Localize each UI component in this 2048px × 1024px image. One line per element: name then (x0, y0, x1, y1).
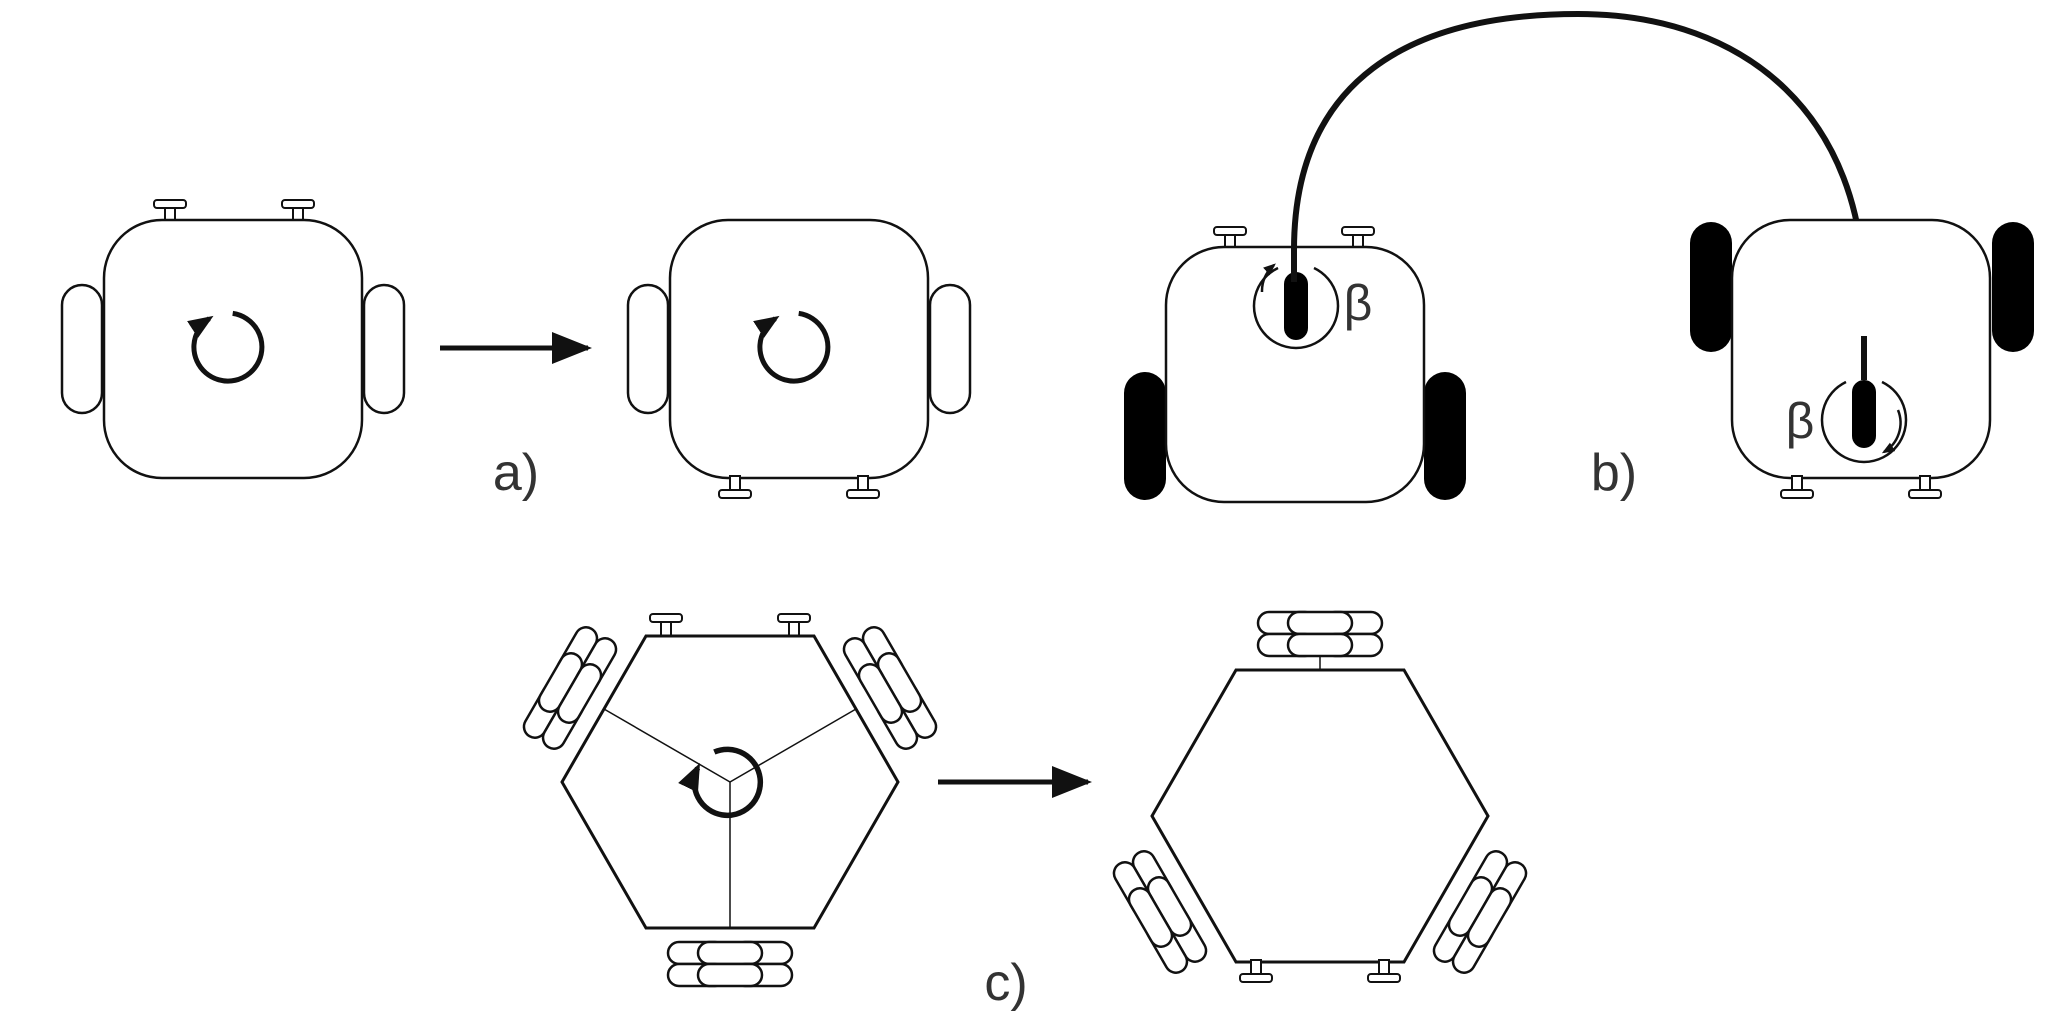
rotation-arrow-icon (187, 310, 265, 384)
beta-label: β (1344, 275, 1373, 331)
side-wheel (60, 283, 104, 415)
rotation-arrow-icon (678, 746, 764, 819)
omni-wheel (666, 940, 794, 988)
robot-body (102, 218, 364, 480)
connector (649, 613, 683, 637)
connector (777, 613, 811, 637)
omni-wheel (1256, 610, 1384, 658)
panel-label-b: b) (1591, 444, 1637, 502)
connector (1908, 475, 1942, 499)
beta-label: β (1786, 393, 1815, 449)
connector (153, 199, 187, 223)
connector (718, 475, 752, 499)
rotation-arrow-icon (1881, 409, 1902, 454)
solid-wheel (1424, 372, 1466, 500)
solid-wheel (1690, 222, 1732, 352)
connector (846, 475, 880, 499)
robot-b-after: β (1690, 218, 2034, 499)
robot-c-before (518, 613, 942, 988)
panel-b: β β b) (1124, 10, 2034, 504)
robot-a-after (626, 218, 972, 499)
rotation-arrow-icon (753, 310, 831, 384)
robot-body-hexagon (1150, 668, 1490, 964)
spoke (729, 708, 857, 783)
panel-label-c: c) (984, 954, 1027, 1012)
pivot-circle (1820, 380, 1908, 464)
robot-body (668, 218, 930, 480)
panel-c: c) (518, 610, 1532, 1012)
robot-a-before (60, 199, 406, 480)
connector (281, 199, 315, 223)
panel-label-a: a) (493, 444, 539, 502)
connector (1213, 226, 1247, 250)
pivot-wheel (1284, 272, 1308, 340)
pivot-wheel (1852, 380, 1876, 448)
panel-a: a) (60, 199, 972, 502)
side-wheel (928, 283, 972, 415)
side-wheel (362, 283, 406, 415)
side-wheel (626, 283, 670, 415)
spoke (603, 708, 731, 783)
connector (1341, 226, 1375, 250)
robot-b-before: β (1124, 226, 1466, 504)
pivot-circle (1252, 266, 1340, 350)
rotation-arrow-icon (1260, 263, 1276, 293)
flip-arc-arrow (1291, 10, 1884, 337)
connector (1780, 475, 1814, 499)
solid-wheel (1992, 222, 2034, 352)
solid-wheel (1124, 372, 1166, 500)
robot-c-after (1108, 610, 1532, 983)
